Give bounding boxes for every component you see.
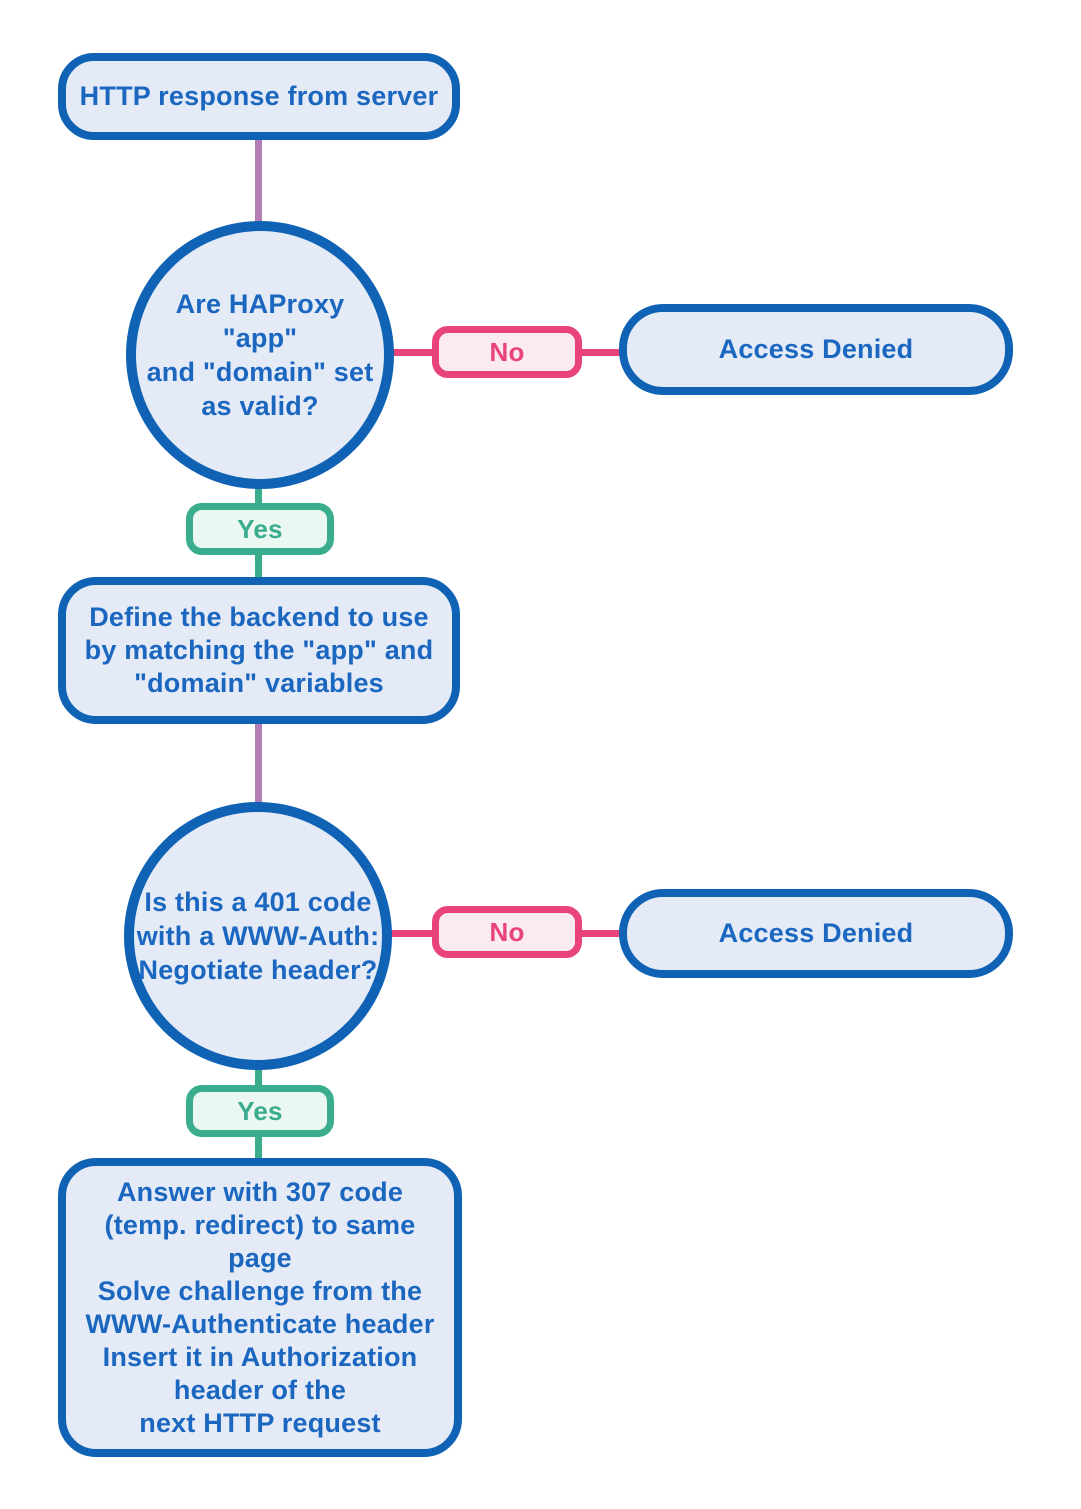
process2-node: Answer with 307 code (temp. redirect) to… — [58, 1158, 462, 1457]
process1-node-label: Define the backend to use by matching th… — [84, 602, 434, 698]
process1-node: Define the backend to use by matching th… — [58, 577, 460, 724]
start-node-label: HTTP response from server — [79, 81, 439, 111]
yes1-pill-label: Yes — [237, 513, 283, 544]
no2-pill: No — [432, 906, 582, 958]
connector-yes2-to-process2 — [255, 1135, 262, 1161]
yes1-pill: Yes — [186, 503, 334, 555]
connector-decision2-to-no2 — [388, 930, 434, 937]
connector-yes1-to-process1 — [255, 552, 262, 580]
connector-decision1-to-yes1 — [255, 484, 262, 506]
decision1-node: Are HAProxy "app" and "domain" set as va… — [126, 221, 394, 489]
connector-decision1-to-no1 — [390, 349, 434, 356]
connector-start-to-decision1 — [255, 138, 262, 224]
start-node: HTTP response from server — [58, 53, 460, 140]
decision2-node: Is this a 401 code with a WWW-Auth: Nego… — [124, 802, 392, 1070]
process2-node-label: Answer with 307 code (temp. redirect) to… — [85, 1176, 435, 1438]
no2-pill-label: No — [489, 916, 525, 947]
decision2-node-label: Is this a 401 code with a WWW-Auth: Nego… — [136, 887, 380, 985]
access-denied1-node: Access Denied — [619, 304, 1013, 395]
access-denied2-label: Access Denied — [718, 918, 914, 948]
decision1-node-label: Are HAProxy "app" and "domain" set as va… — [146, 289, 374, 421]
connector-no2-to-access2 — [578, 930, 621, 937]
yes2-pill: Yes — [186, 1085, 334, 1137]
no1-pill: No — [432, 326, 582, 378]
no1-pill-label: No — [489, 336, 525, 367]
access-denied1-label: Access Denied — [718, 334, 914, 364]
connector-decision2-to-yes2 — [255, 1066, 262, 1087]
connector-no1-to-access1 — [578, 349, 621, 356]
access-denied2-node: Access Denied — [619, 889, 1013, 978]
yes2-pill-label: Yes — [237, 1095, 283, 1126]
connector-process1-to-decision2 — [255, 722, 262, 806]
